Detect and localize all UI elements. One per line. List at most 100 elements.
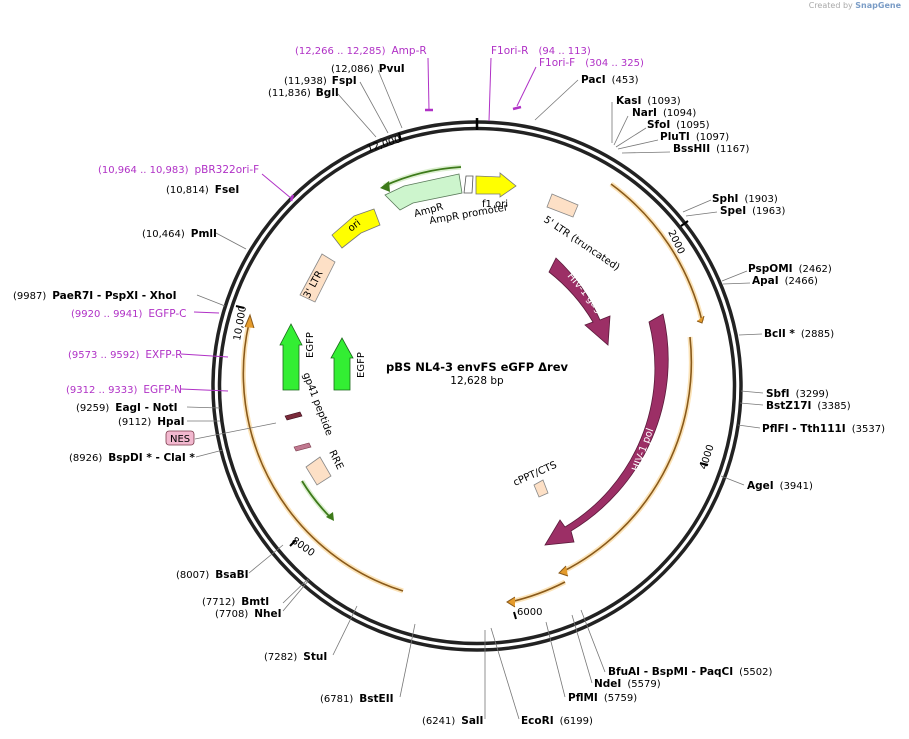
- ltr5-feature: [546, 193, 579, 218]
- green-arc-top: [383, 166, 462, 187]
- primer-leader-egfpc: [193, 311, 220, 314]
- rre-label: RRE: [326, 448, 345, 471]
- hiv-pol-feature: [544, 313, 669, 546]
- features: [194, 172, 669, 546]
- nes-label: NES: [170, 434, 190, 445]
- tick-6000: 6000: [517, 607, 542, 618]
- backbone: [211, 118, 743, 652]
- leader-paer7i: [196, 294, 226, 307]
- nes-leader: [194, 422, 277, 440]
- tick-12000-mark: [398, 132, 402, 142]
- site-ndei: NdeI(5579): [594, 678, 661, 690]
- primer-leader-egfpn: [180, 388, 229, 392]
- primer-leader-exfpr: [180, 353, 229, 358]
- site-eagi: (9259)EagI - NotI: [76, 402, 178, 414]
- rre-feature: [305, 456, 332, 486]
- primer-f1orif: F1ori-F(304 .. 325): [539, 57, 644, 69]
- primer-pbr322: (10,964 .. 10,983)pBR322ori-F: [98, 164, 259, 176]
- orf-arc-2: [561, 336, 693, 573]
- primer-leader-ampr: [427, 57, 430, 111]
- leader-bstz17i: [739, 402, 764, 406]
- leader-nari: [613, 115, 629, 146]
- primer-ampr: (12,266 .. 12,285)Amp-R: [295, 45, 427, 57]
- tick-8000-mark: [289, 539, 297, 547]
- orf-arc-4-head: [244, 313, 255, 329]
- leader-pspomi: [721, 270, 748, 282]
- cppt-feature: [533, 479, 549, 498]
- orf-arc-1-halo: [609, 181, 705, 322]
- leader-stui: [332, 605, 358, 656]
- watermark-prefix: Created by: [808, 1, 853, 10]
- site-kasi: KasI(1093): [616, 95, 681, 107]
- leader-bfuai: [580, 609, 606, 673]
- orf-arc-4-halo: [240, 322, 404, 594]
- leader-apai: [722, 282, 751, 285]
- site-pvui: (12,086)PvuI: [331, 63, 405, 75]
- green-arc-bottom-head: [326, 512, 334, 521]
- primer-mark-pbr322: [289, 194, 295, 202]
- leader-fspi: [359, 81, 389, 134]
- leader-bspdi: [195, 449, 224, 458]
- leader-bsshii: [621, 151, 671, 154]
- leader-pmli: [215, 232, 247, 250]
- leader-eagi: [186, 406, 221, 409]
- egfp-label-1: EGFP: [305, 332, 316, 358]
- leader-ecori: [490, 627, 520, 720]
- plasmid-name: pBS NL4-3 envFS eGFP Δrev: [386, 360, 569, 374]
- ori-feature: [331, 208, 381, 249]
- site-pflfi: PflFI - Tth111I(3537): [762, 423, 885, 435]
- site-sali: (6241)SalI: [422, 715, 483, 727]
- plasmid-length: 12,628 bp: [450, 375, 504, 387]
- primer-leaders: [180, 57, 537, 392]
- feature-labels: AmpR AmpR promoter f1 ori ori 5' LTR (tr…: [300, 199, 656, 489]
- f1ori-label: f1 ori: [482, 199, 508, 210]
- site-spei: SpeI(1963): [720, 205, 785, 217]
- primer-egfpn: (9312 .. 9333)EGFP-N: [66, 384, 182, 396]
- gp41-label: gp41 peptide: [300, 371, 334, 437]
- site-sphi: SphI(1903): [712, 193, 778, 205]
- site-paer7i: (9987)PaeR7I - PspXI - XhoI: [13, 290, 177, 302]
- orf-arc-3-head: [506, 596, 516, 608]
- orf-arc-1: [610, 183, 703, 322]
- primer-mark-f1orif: [512, 105, 522, 111]
- primer-exfpr: (9573 .. 9592)EXFP-R: [68, 349, 182, 361]
- site-bcli: BclI *(2885): [764, 328, 834, 340]
- watermark-brand: SnapGene: [855, 1, 901, 10]
- gp41-feature-2: [293, 442, 312, 452]
- site-bsshii: BssHII(1167): [673, 143, 749, 155]
- site-apai: ApaI(2466): [752, 275, 818, 287]
- orf-arc-1-head: [696, 315, 705, 324]
- tick-2000-mark: [680, 220, 689, 227]
- site-bmti: (7712)BmtI: [202, 596, 269, 608]
- primer-f1orir: F1ori-R(94 .. 113): [491, 45, 591, 57]
- ampr-feature: [384, 173, 463, 211]
- site-fspi: (11,938)FspI: [284, 75, 357, 87]
- leader-nhei: [282, 579, 310, 612]
- ltr3-feature: [299, 253, 336, 303]
- leader-sphi: [682, 199, 712, 213]
- site-leaders: [186, 69, 764, 720]
- leader-pvui: [377, 69, 403, 129]
- site-bstz17i: BstZ17I(3385): [766, 400, 851, 412]
- leader-paci: [534, 79, 579, 121]
- site-nari: NarI(1094): [632, 107, 696, 119]
- hiv-pol-label: HIV-1 pol: [630, 427, 656, 473]
- site-sbfi: SbfI(3299): [766, 388, 829, 400]
- site-bsteii: (6781)BstEII: [320, 693, 394, 705]
- green-arcs: [299, 164, 462, 521]
- orf-arc-4: [242, 322, 404, 592]
- leader-ndei: [571, 614, 593, 684]
- leader-pflfi: [737, 424, 761, 429]
- egfp-feature-1: [279, 323, 303, 391]
- tick-4000-mark: [699, 462, 709, 466]
- site-bgli: (11,836)BglI: [268, 87, 339, 99]
- site-sfoi: SfoI(1095): [647, 119, 710, 131]
- egfp-feature-2: [330, 337, 354, 391]
- site-ecori: EcoRI(6199): [521, 715, 593, 727]
- tick-4000: 4000: [698, 443, 716, 471]
- gp41-feature-1: [284, 411, 303, 421]
- primer-leader-f1orif: [516, 66, 537, 107]
- tick-10000-mark: [235, 305, 245, 309]
- site-pspomi: PspOMI(2462): [748, 263, 832, 275]
